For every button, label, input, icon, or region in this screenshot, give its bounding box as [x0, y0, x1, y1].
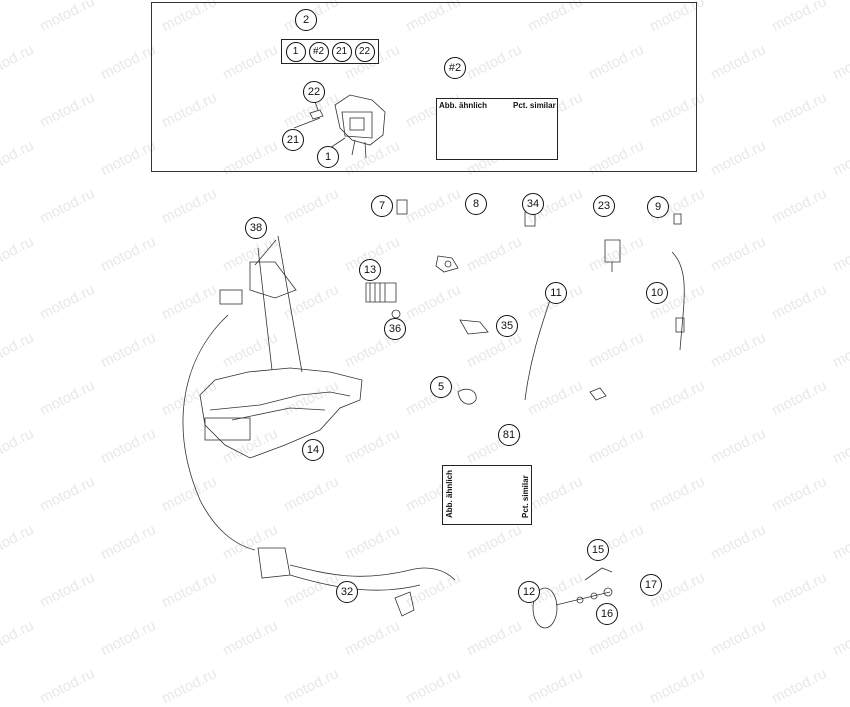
callout-8[interactable]: 8: [465, 193, 487, 215]
watermark-text: motod.ru: [646, 665, 708, 707]
callout-13[interactable]: 13: [359, 259, 381, 281]
callout-2[interactable]: 2: [295, 9, 317, 31]
callout-5[interactable]: 5: [430, 376, 452, 398]
callout-7[interactable]: 7: [371, 195, 393, 217]
kit-contents-row: 1 #2 21 22: [281, 39, 379, 64]
callout-34[interactable]: 34: [522, 193, 544, 215]
similar-label-de: Abb. ähnlich: [439, 101, 487, 110]
callout-35[interactable]: 35: [496, 315, 518, 337]
callout-22[interactable]: 22: [303, 81, 325, 103]
watermark-text: motod.ru: [402, 665, 464, 707]
callout-36[interactable]: 36: [384, 318, 406, 340]
callout-11[interactable]: 11: [545, 282, 567, 304]
callout-16[interactable]: 16: [596, 603, 618, 625]
watermark-text: motod.ru: [524, 665, 586, 707]
kit-member-22[interactable]: 22: [354, 41, 375, 62]
kit-member-21[interactable]: 21: [331, 41, 352, 62]
watermark-text: motod.ru: [280, 665, 342, 707]
similar-panel-2: Abb. ähnlich Pct. similar: [436, 98, 558, 160]
watermark-text: motod.ru: [158, 665, 220, 707]
watermark-text: motod.ru: [36, 665, 98, 707]
sensor-assembly-drawing: [394, 567, 613, 629]
callout-9[interactable]: 9: [647, 196, 669, 218]
watermark-text: motod.ru: [768, 665, 830, 707]
similar-label-en: Pct. similar: [513, 101, 556, 110]
small-parts-drawing: [365, 199, 685, 405]
similar-label-de: Abb. ähnlich: [445, 470, 454, 518]
kit-member-1[interactable]: 1: [285, 41, 306, 62]
callout-81[interactable]: 81: [498, 424, 520, 446]
callout-harness-2[interactable]: #2: [444, 57, 466, 79]
kit-member-2[interactable]: #2: [308, 41, 329, 62]
callout-32[interactable]: 32: [336, 581, 358, 603]
similar-panel-81: Abb. ähnlich Pct. similar: [442, 465, 532, 525]
callout-10[interactable]: 10: [646, 282, 668, 304]
callout-1[interactable]: 1: [317, 146, 339, 168]
callout-21[interactable]: 21: [282, 129, 304, 151]
callout-17[interactable]: 17: [640, 574, 662, 596]
kit-box: [151, 2, 697, 172]
main-harness-drawing: [182, 235, 456, 591]
callout-23[interactable]: 23: [593, 195, 615, 217]
callout-38[interactable]: 38: [245, 217, 267, 239]
callout-12[interactable]: 12: [518, 581, 540, 603]
callout-15[interactable]: 15: [587, 539, 609, 561]
callout-14[interactable]: 14: [302, 439, 324, 461]
similar-label-en: Pct. similar: [521, 475, 530, 518]
